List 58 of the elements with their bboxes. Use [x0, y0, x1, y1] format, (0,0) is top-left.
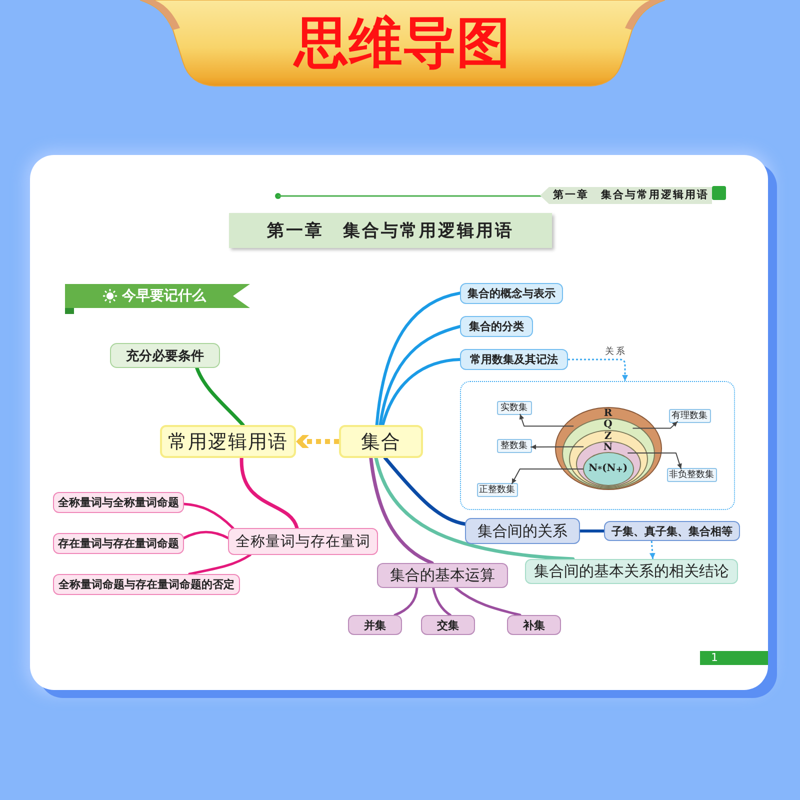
heading-box: 第一章 集合与常用逻辑用语	[229, 213, 552, 248]
topic-box: 集合间的基本关系的相关结论	[525, 559, 738, 584]
page-number-bar: 1	[700, 651, 768, 665]
branch-line	[375, 292, 462, 426]
topic-box: 集合的概念与表示	[460, 283, 563, 304]
set-ellipse	[568, 430, 648, 488]
edge-label: 关系	[604, 346, 628, 358]
branch-line	[369, 456, 434, 565]
set-label-box: 有理数集	[668, 408, 710, 422]
topic-box: 子集、真子集、集合相等	[604, 521, 740, 541]
topic-box: 全称量词命题与存在量词命题的否定	[53, 574, 240, 595]
central-box: 集合	[339, 425, 423, 458]
dotted-arrow	[568, 358, 628, 381]
branch-line	[578, 530, 606, 532]
branch-line	[381, 358, 462, 426]
topic-box: 常用数集及其记法	[460, 349, 568, 370]
set-label-box: 整数集	[496, 438, 532, 452]
branch-line	[182, 502, 234, 530]
leader-arrow	[519, 414, 574, 427]
central-box: 常用逻辑用语	[160, 425, 296, 458]
branch-line	[374, 456, 575, 561]
topic-box: 存在量词与存在量词命题	[53, 533, 184, 554]
leader-arrow	[632, 421, 678, 429]
set-label-box: 非负整数集	[666, 468, 716, 482]
topic-box: 并集	[348, 615, 402, 635]
topic-box: 集合的分类	[460, 316, 533, 337]
set-ellipse	[562, 418, 654, 488]
branch-line	[195, 366, 245, 427]
topic-box: 充分必要条件	[110, 343, 220, 368]
leader-arrow	[530, 444, 584, 450]
topic-box: 全称量词与全称量词命题	[53, 492, 184, 513]
set-letter: Z	[603, 430, 613, 442]
topic-box: 集合间的关系	[465, 518, 580, 544]
topic-box: 补集	[507, 615, 561, 635]
leader-arrow	[628, 452, 682, 470]
set-ellipse	[576, 440, 640, 486]
chapter-tab: 第一章 集合与常用逻辑用语	[540, 187, 712, 204]
branch-line	[432, 586, 452, 616]
set-label-box: 实数集	[496, 400, 532, 414]
branch-line	[378, 325, 462, 426]
branch-line	[188, 554, 252, 576]
dotted-frame	[460, 381, 735, 510]
branch-line	[383, 456, 467, 526]
set-letter: R	[602, 408, 614, 418]
branch-line	[394, 586, 418, 616]
branch-line	[182, 530, 230, 540]
title-banner: 思维导图	[140, 0, 665, 88]
ribbon-banner	[65, 284, 250, 314]
branch-line	[240, 456, 299, 530]
topic-box: 全称量词与存在量词	[228, 528, 378, 555]
set-label-box: 正整数集	[476, 482, 518, 496]
dotted-arrow	[649, 540, 656, 560]
set-letter: Q	[602, 418, 614, 430]
ribbon-title: 今早要记什么	[122, 287, 206, 306]
branch-line	[454, 586, 522, 616]
topic-box: 集合的基本运算	[377, 563, 508, 588]
set-letter: N	[602, 442, 614, 452]
topic-box: 交集	[421, 615, 475, 635]
